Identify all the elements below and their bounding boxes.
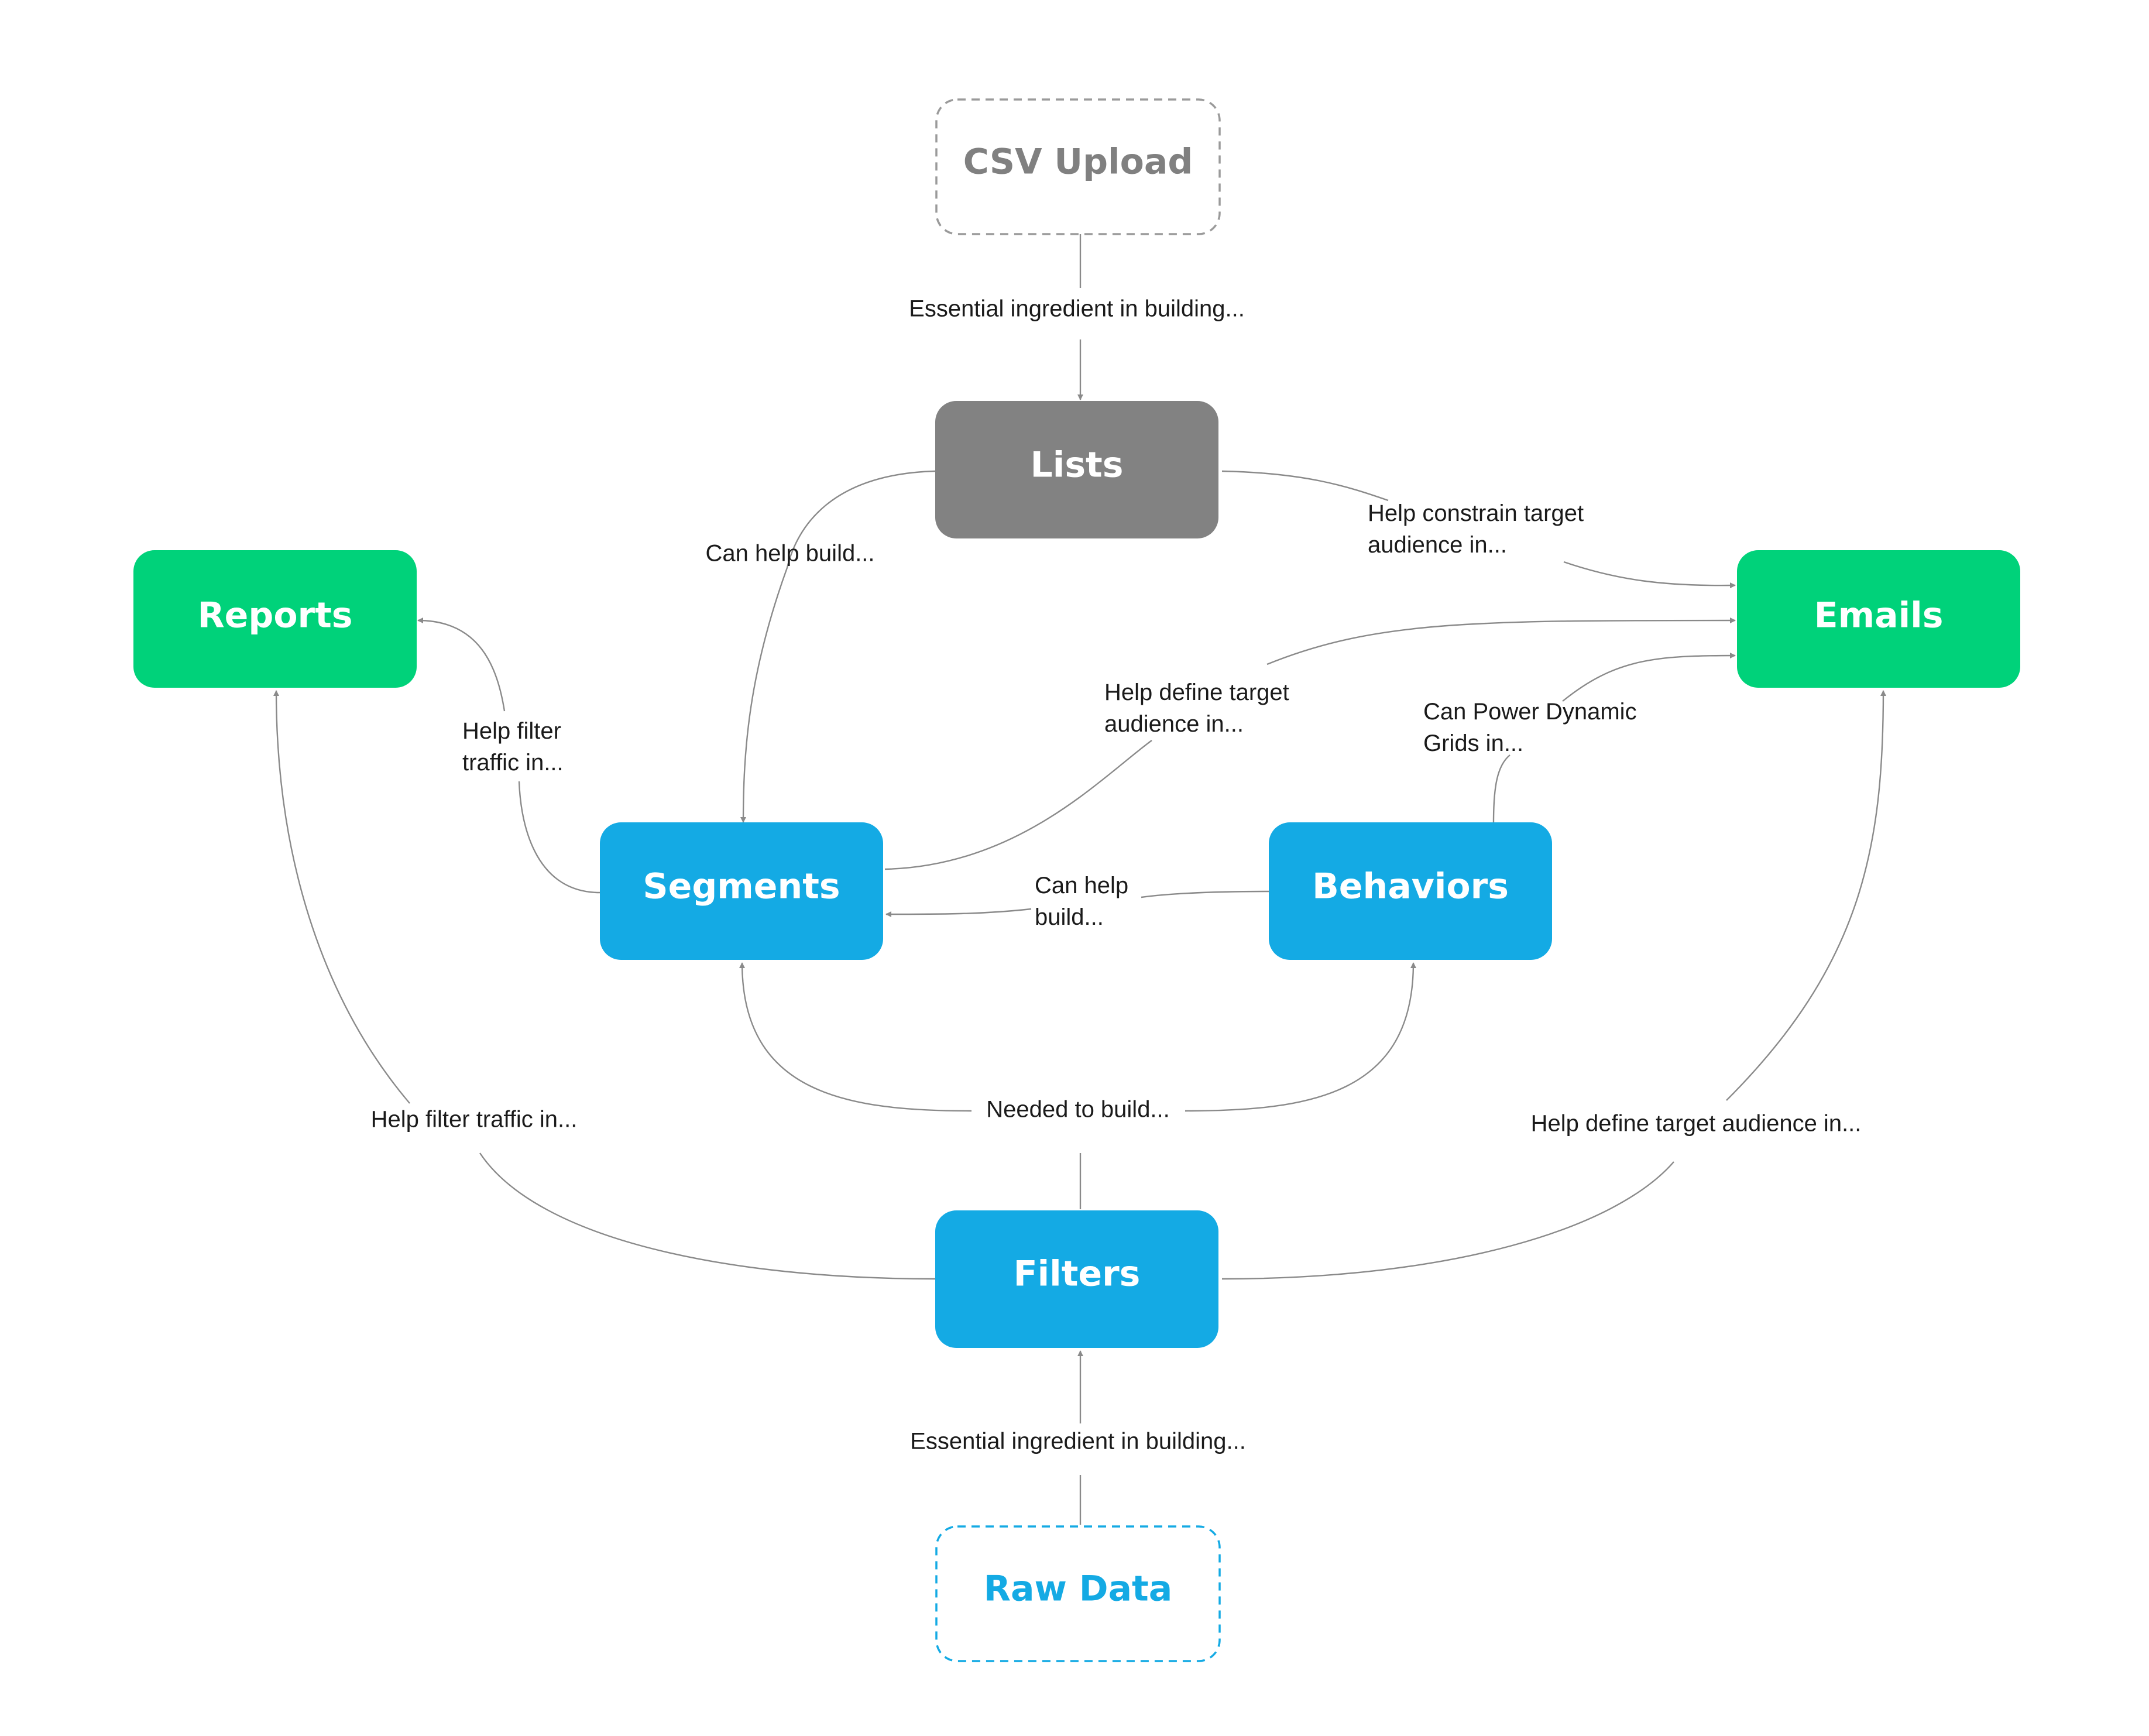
node-filters-label: Filters [1014,1254,1141,1295]
node-raw-data-label: Raw Data [984,1569,1172,1610]
edge-filters-to-emails [1221,1161,1674,1280]
edge-behaviors-to-emails [1492,754,1511,823]
label-segments-to-reports-line1: Help filter [462,718,561,744]
node-filters[interactable]: Filters [935,1210,1218,1348]
edge-filters-to-reports-tail [273,690,410,1104]
label-behaviors-to-segments-line1: Can help [1035,873,1128,898]
label-behaviors-to-emails-line1: Can Power Dynamic [1423,699,1637,725]
node-raw-data[interactable]: Raw Data [935,1525,1221,1662]
edge-filters-to-reports [479,1152,936,1280]
node-csv-upload[interactable]: CSV Upload [935,98,1221,235]
edge-segments-to-reports-tail [417,617,506,712]
edge-behaviors-to-segments-tail [885,908,1032,917]
label-lists-to-emails: Help constrain target audience in... [1368,500,1590,558]
node-emails-label: Emails [1814,595,1944,636]
edge-segments-to-reports [518,781,600,894]
label-lists-to-emails-line2: audience in... [1368,532,1507,558]
node-behaviors[interactable]: Behaviors [1269,822,1552,960]
edge-behaviors-to-emails-tail [1562,653,1736,702]
node-segments[interactable]: Segments [600,822,883,960]
label-segments-to-emails-line1: Help define target [1104,680,1289,705]
edge-filters-to-emails-tail [1726,690,1886,1101]
label-filters-to-segments-behaviors: Needed to build... [986,1097,1170,1123]
label-filters-to-emails: Help define target audience in... [1531,1111,1862,1137]
edge-labels: Essential ingredient in building... Can … [371,296,1862,1454]
edge-lists-to-segments [740,470,936,823]
label-behaviors-to-emails: Can Power Dynamic Grids in... [1423,699,1643,756]
label-csv-to-lists: Essential ingredient in building... [909,296,1245,322]
edge-segments-to-emails [884,740,1152,870]
label-filters-to-reports: Help filter traffic in... [371,1107,578,1133]
node-reports[interactable]: Reports [133,550,417,688]
label-segments-to-emails: Help define target audience in... [1104,680,1296,737]
label-lists-to-emails-line1: Help constrain target [1368,500,1584,526]
label-behaviors-to-segments-line2: build... [1035,904,1104,930]
node-lists-label: Lists [1031,445,1124,486]
label-behaviors-to-emails-line2: Grids in... [1423,730,1523,756]
node-lists[interactable]: Lists [935,401,1218,538]
node-csv-upload-label: CSV Upload [963,142,1193,183]
edge-filters-to-behaviors [1185,962,1416,1112]
label-behaviors-to-segments: Can help build... [1035,873,1135,930]
label-segments-to-reports: Help filter traffic in... [462,718,568,776]
edge-filters-to-segments [739,962,972,1112]
node-behaviors-label: Behaviors [1312,866,1509,907]
edge-behaviors-to-segments [1141,890,1269,898]
node-emails[interactable]: Emails [1737,550,2020,688]
edge-lists-to-emails-tail [1563,561,1736,589]
label-lists-to-segments: Can help build... [705,541,874,567]
node-segments-label: Segments [643,866,840,907]
label-segments-to-reports-line2: traffic in... [462,750,564,776]
edge-lists-to-emails [1221,470,1389,502]
edge-segments-to-emails-tail [1266,617,1736,665]
edges [273,234,1886,1525]
node-reports-label: Reports [197,595,352,636]
label-raw-to-filters: Essential ingredient in building... [910,1429,1246,1454]
label-segments-to-emails-line2: audience in... [1104,711,1244,737]
